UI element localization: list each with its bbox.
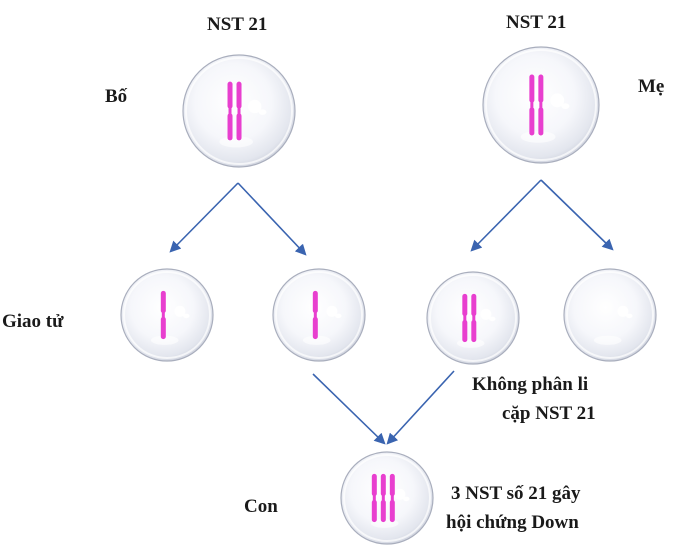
cell-mother [482, 46, 600, 164]
chromosome-1 [529, 74, 535, 136]
chromosome-2 [471, 293, 477, 343]
arrows [169, 179, 614, 445]
chromosome-2 [236, 81, 242, 141]
arrow-mother-to-gamete-1 [470, 179, 542, 252]
arrow-gamete-to-child-1 [312, 373, 386, 445]
cell-gamete-mother-2 [563, 268, 657, 362]
chromosome-1 [462, 293, 468, 343]
mother-nst-label: NST 21 [506, 12, 567, 33]
nondisjunction-label-line1: Không phân li [472, 374, 589, 395]
child-label: Con [244, 496, 278, 517]
arrow-gamete-to-child-2 [386, 370, 455, 445]
chromosome-1 [312, 290, 318, 340]
cell-gamete-mother-1 [426, 271, 520, 365]
mother-label: Mẹ [638, 76, 665, 97]
nondisjunction-label-line2: cặp NST 21 [502, 403, 596, 424]
cell-gamete-father-1 [120, 268, 214, 362]
chromosome-1 [371, 473, 377, 523]
chromosome-1 [227, 81, 233, 141]
cell-gamete-father-2 [272, 268, 366, 362]
chromosome-2 [380, 473, 386, 523]
father-nst-label: NST 21 [207, 14, 268, 35]
arrow-mother-to-gamete-2 [540, 179, 614, 251]
chromosome-2 [538, 74, 544, 136]
father-label: Bố [105, 86, 128, 107]
arrow-father-to-gamete-2 [237, 182, 307, 256]
chromosome-3 [389, 473, 395, 523]
down-syndrome-label-line1: 3 NST số 21 gây [451, 483, 581, 504]
arrow-father-to-gamete-1 [169, 182, 239, 253]
gamete-label: Giao tử [2, 311, 64, 332]
cell-father [182, 54, 296, 168]
down-syndrome-label-line2: hội chứng Down [446, 512, 579, 533]
cells-layer [120, 46, 657, 545]
chromosome-1 [160, 290, 166, 340]
cell-child [340, 451, 434, 545]
